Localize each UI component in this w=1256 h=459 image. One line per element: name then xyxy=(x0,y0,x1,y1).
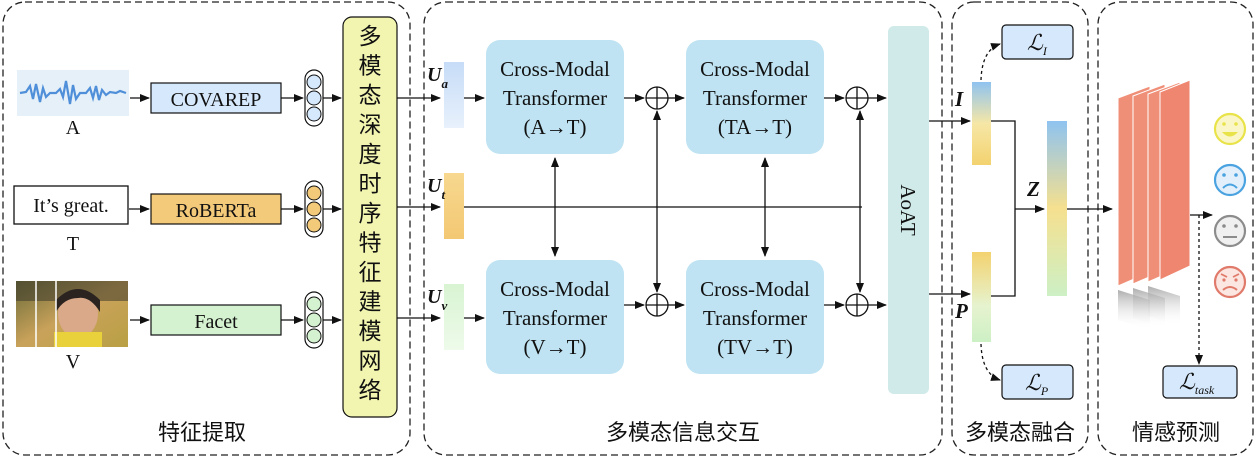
svg-text:Cross-Modal: Cross-Modal xyxy=(500,277,610,301)
covarep-box xyxy=(150,82,282,114)
z-vector-bar xyxy=(1047,121,1067,296)
audio-feature-vector xyxy=(304,69,324,127)
covarep-label: COVAREP xyxy=(171,89,262,111)
cross-modal-transformer-a-t: Cross-Modal Transformer (A→T) xyxy=(486,40,624,154)
svg-text:(A→T): (A→T) xyxy=(524,115,587,139)
temporal-modeling-char: 深 xyxy=(359,113,382,139)
ua-feature-bar xyxy=(444,62,464,128)
temporal-modeling-char: 特 xyxy=(359,231,382,257)
svg-text:Cross-Modal: Cross-Modal xyxy=(700,277,810,301)
text-input-box xyxy=(13,185,129,225)
line-i-to-z xyxy=(991,120,1016,209)
svg-text:Cross-Modal: Cross-Modal xyxy=(500,57,610,81)
svg-text:Cross-Modal: Cross-Modal xyxy=(700,57,810,81)
temporal-modeling-box xyxy=(342,16,398,418)
audio-input-label: A xyxy=(66,117,81,139)
classifier-layer-reflection xyxy=(1118,286,1180,330)
temporal-modeling-char: 态 xyxy=(359,83,382,109)
p-label: P xyxy=(954,299,968,323)
add-node-4 xyxy=(845,293,869,317)
cross-modal-transformer-tv-t: Cross-Modal Transformer (TV→T) xyxy=(686,260,824,374)
video-frames-icon xyxy=(16,281,128,347)
temporal-modeling-char: 序 xyxy=(359,201,382,227)
classifier-layers xyxy=(1117,79,1191,330)
svg-text:Transformer: Transformer xyxy=(703,306,807,330)
svg-text:Transformer: Transformer xyxy=(703,86,807,110)
p-vector-bar xyxy=(972,252,991,342)
loss-li-box xyxy=(1001,24,1074,60)
line-p-to-z xyxy=(991,209,1016,297)
cross-modal-transformer-v-t: Cross-Modal Transformer (V→T) xyxy=(486,260,624,374)
temporal-modeling-char: 模 xyxy=(359,319,382,345)
facet-label: Facet xyxy=(194,311,238,333)
svg-text:Transformer: Transformer xyxy=(503,306,607,330)
temporal-modeling-char: 度 xyxy=(359,142,382,168)
section-label-feature-extraction: 特征提取 xyxy=(158,421,246,446)
sad-face-icon xyxy=(1213,163,1247,197)
section-label-prediction: 情感预测 xyxy=(1132,421,1220,446)
cross-modal-transformer-ta-t: Cross-Modal Transformer (TA→T) xyxy=(686,40,824,154)
add-node-1 xyxy=(645,86,669,110)
temporal-modeling-char: 建 xyxy=(359,290,382,316)
loss-lp-box xyxy=(1001,364,1074,400)
section-fusion xyxy=(951,1,1089,456)
loss-ltask-label: ℒtask xyxy=(1179,369,1215,397)
section-interaction xyxy=(423,1,943,456)
video-feature-vector xyxy=(304,291,324,349)
svg-text:(TV→T): (TV→T) xyxy=(717,335,793,359)
temporal-modeling-char: 时 xyxy=(359,172,382,198)
roberta-box xyxy=(150,193,282,225)
happy-face-icon xyxy=(1213,112,1247,146)
temporal-modeling-char: 征 xyxy=(359,260,382,286)
z-label: Z xyxy=(1026,177,1040,201)
text-feature-vector xyxy=(304,180,324,238)
section-feature-extraction xyxy=(2,1,411,456)
classifier-layer xyxy=(1159,79,1191,281)
text-input-sample: It’s great. xyxy=(33,195,109,217)
uv-feature-bar xyxy=(444,284,464,350)
add-node-3 xyxy=(845,86,869,110)
loss-li-label: ℒI xyxy=(1027,30,1048,58)
section-prediction xyxy=(1097,1,1254,456)
svg-text:Transformer: Transformer xyxy=(503,86,607,110)
temporal-modeling-char: 网 xyxy=(359,349,382,375)
ua-label: Ua xyxy=(427,64,448,91)
ut-feature-bar xyxy=(444,173,464,239)
angry-face-icon xyxy=(1213,265,1247,299)
temporal-modeling-char: 络 xyxy=(359,378,382,404)
audio-waveform-icon xyxy=(17,70,129,116)
dashed-arrow-p-to-lp xyxy=(980,343,1001,381)
i-label: I xyxy=(954,87,964,111)
temporal-modeling-char: 模 xyxy=(359,54,382,80)
section-label-interaction: 多模态信息交互 xyxy=(606,421,760,446)
add-node-2 xyxy=(645,293,669,317)
uv-label: Uv xyxy=(427,286,447,313)
video-input-label: V xyxy=(66,351,81,373)
loss-lp-label: ℒP xyxy=(1025,370,1049,398)
section-label-fusion: 多模态融合 xyxy=(965,421,1075,446)
svg-text:(TA→T): (TA→T) xyxy=(718,115,792,139)
aoat-label: AoAT xyxy=(896,184,920,236)
facet-box xyxy=(150,304,282,336)
dashed-arrow-i-to-li xyxy=(980,43,1001,81)
text-input-label: T xyxy=(67,233,79,255)
loss-ltask-box xyxy=(1162,365,1238,399)
ut-label: Ut xyxy=(427,175,445,202)
roberta-label: RoBERTa xyxy=(176,200,257,222)
neutral-face-icon xyxy=(1213,214,1247,248)
svg-text:(V→T): (V→T) xyxy=(524,335,587,359)
temporal-modeling-char: 多 xyxy=(359,24,382,50)
aoat-box xyxy=(888,26,929,394)
i-vector-bar xyxy=(972,82,991,165)
